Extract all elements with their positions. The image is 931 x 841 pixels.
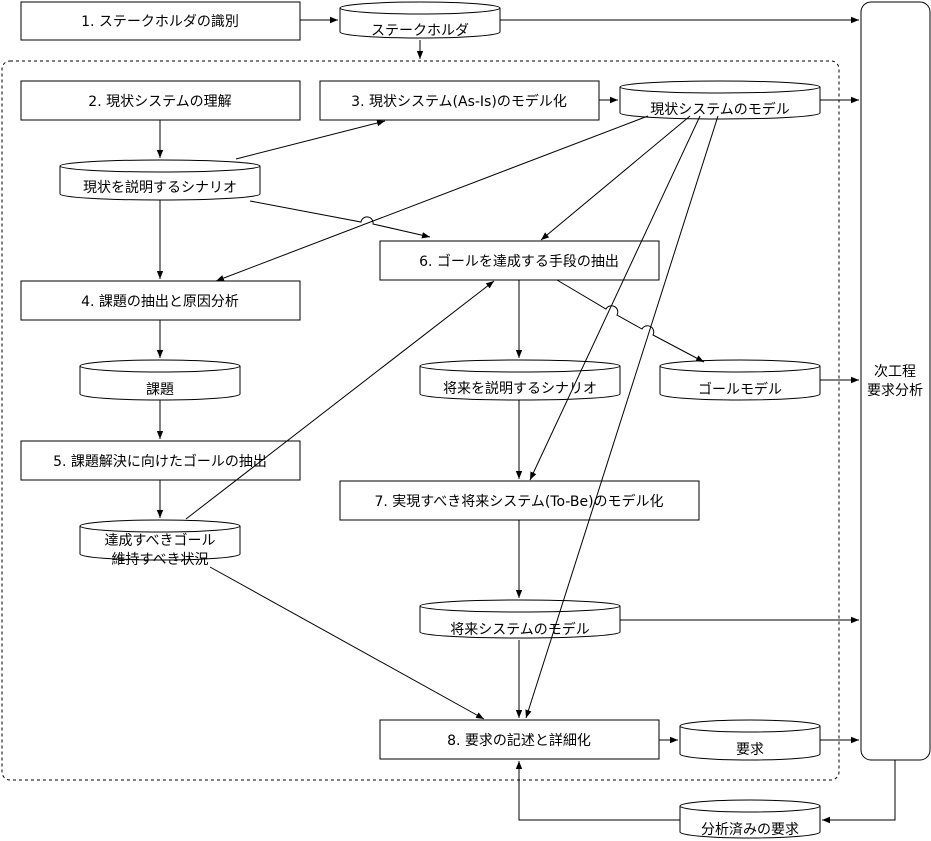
artifact-analyzed-requirements[interactable]: 分析済みの要求 [679,799,821,839]
process-3-box[interactable] [319,80,600,121]
artifact-issues-label: 課題 [146,382,174,398]
process-1-box[interactable] [20,1,301,41]
artifact-goals[interactable]: 達成すべきゴール 維持すべき状況 [79,519,241,568]
artifact-goals-line1: 達成すべきゴール [104,532,215,549]
artifact-current-model-label: 現状システムのモデル [650,101,790,118]
process-4-box[interactable] [20,280,301,321]
next-phase-line2: 要求分析 [867,383,923,399]
process-1-label: 1. ステークホルダの識別 [81,14,239,30]
process-3-label: 3. 現状システム(As-Is)のモデル化 [351,93,567,110]
process-5-label: 5. 課題解決に向けたゴールの抽出 [53,453,267,470]
edge-model-p4 [215,115,649,282]
artifact-current-scenario[interactable]: 現状を説明するシナリオ [59,159,261,201]
process-8-label: 8. 要求の記述と詳細化 [447,732,591,749]
artifact-future-scenario-label: 将来を説明するシナリオ [443,381,597,397]
artifact-issues[interactable]: 課題 [79,359,241,401]
artifact-requirements-label: 要求 [736,742,764,758]
edge-model-p7 [529,115,701,481]
artifact-analyzed-requirements-label: 分析済みの要求 [701,822,799,838]
edge-goals-p8 [209,566,485,720]
artifact-future-scenario[interactable]: 将来を説明するシナリオ [419,359,621,401]
next-phase-line1: 次工程 [874,364,916,380]
artifact-current-scenario-label: 現状を説明するシナリオ [83,180,237,196]
artifact-goals-line2: 維持すべき状況 [111,552,208,568]
artifact-stakeholder[interactable]: ステークホルダ [339,1,501,39]
artifact-future-model[interactable]: 将来システムのモデル [419,599,621,639]
edge-p6-goalmodel [556,279,705,363]
edge-scenario-p3 [235,119,386,160]
process-2-label: 2. 現状システムの理解 [88,94,231,110]
edge-goals-p6 [185,280,495,520]
artifact-current-model[interactable]: 現状システムのモデル [619,80,821,120]
process-7-box[interactable] [339,480,700,521]
process-4-label: 4. 課題の抽出と原因分析 [81,294,239,310]
next-phase-box[interactable] [860,1,931,761]
analysis-scope-frame [1,60,840,781]
artifact-goal-model[interactable]: ゴールモデル [659,359,821,401]
process-6-label: 6. ゴールを達成する手段の抽出 [419,253,619,270]
connectors [156,16,896,824]
process-7-label: 7. 実現すべき将来システム(To-Be)のモデル化 [374,493,663,510]
artifact-future-model-label: 将来システムのモデル [450,621,590,638]
process-5-box[interactable] [20,440,301,481]
artifact-stakeholder-label: ステークホルダ [371,23,469,39]
artifact-requirements[interactable]: 要求 [679,719,821,761]
edge-analyzed-p8 [515,761,680,821]
artifact-goal-model-label: ゴールモデル [698,381,782,398]
edge-scenario-p6 [249,200,431,239]
process-2-box[interactable] [20,80,301,121]
process-6-box[interactable] [379,240,660,281]
edge-model-p6 [540,115,691,241]
process-8-box[interactable] [379,719,660,760]
edge-model-p8 [525,115,719,719]
edge-next-analyzed [822,760,896,824]
